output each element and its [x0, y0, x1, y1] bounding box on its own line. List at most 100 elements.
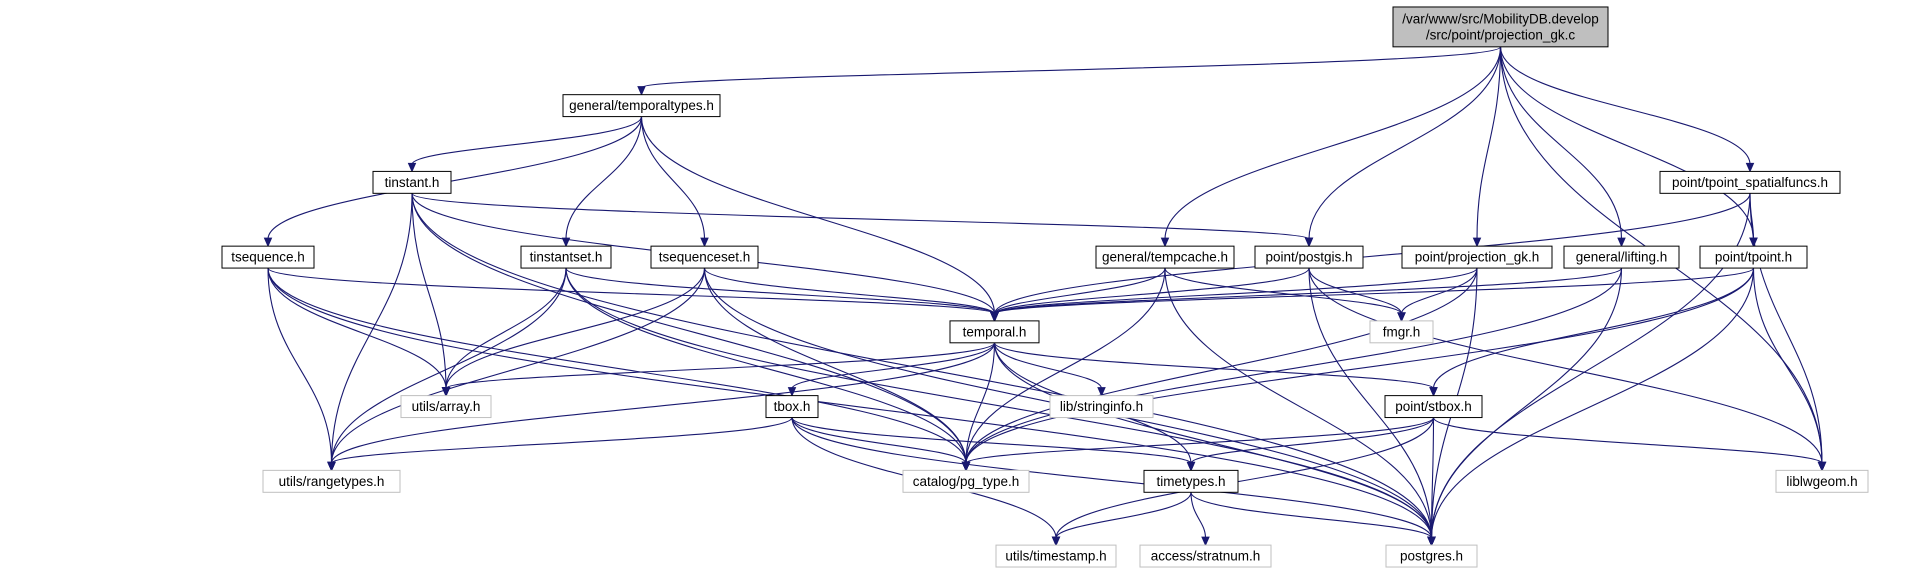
node-box-stratnum	[1139, 544, 1272, 568]
arrowhead-temporal-to-array	[441, 387, 451, 397]
edge-tbox-to-postgres	[791, 417, 1433, 539]
arrowhead-spatialfuncs-to-temporal	[990, 312, 999, 323]
node-fmgr[interactable]: fmgr.h	[1369, 320, 1434, 344]
node-rangetypes[interactable]: utils/rangetypes.h	[262, 469, 401, 493]
edge-tsequenceset-to-pgtype	[703, 268, 967, 464]
edge-tpoint-to-temporal	[993, 267, 1755, 315]
arrowhead-tinstant-to-postgis	[1304, 237, 1314, 248]
edge-stbox-to-liblwgeom	[1432, 417, 1823, 464]
edge-tinstant-to-postgis	[411, 192, 1310, 240]
edge-projection-to-temporal	[993, 267, 1478, 315]
node-box-tinstant	[372, 170, 452, 194]
node-box-temporal	[949, 320, 1040, 344]
edge-tempcache-to-fmgr	[1164, 267, 1403, 315]
edge-temporaltypes-to-tinstant	[411, 116, 643, 165]
node-box-tempcache	[1095, 245, 1235, 269]
edge-temporal-to-array	[445, 342, 996, 390]
edge-postgis-to-fmgr	[1308, 267, 1403, 315]
edge-tempcache-to-temporal	[993, 267, 1166, 315]
edge-tinstantset-to-postgres	[565, 268, 1433, 539]
node-label-stbox: point/stbox.h	[1395, 399, 1472, 414]
node-stratnum[interactable]: access/stratnum.h	[1139, 544, 1272, 568]
node-box-tsequenceset	[650, 245, 759, 269]
arrowhead-root-to-temporaltypes	[637, 86, 646, 96]
arrowhead-root-to-lifting	[1617, 237, 1626, 248]
node-tinstant[interactable]: tinstant.h	[372, 170, 452, 194]
node-stringinfo[interactable]: lib/stringinfo.h	[1049, 395, 1154, 419]
edge-lifting-to-temporal	[993, 267, 1623, 315]
edge-tinstantset-to-array	[445, 268, 567, 389]
node-label-tempcache: general/tempcache.h	[1102, 250, 1228, 265]
arrowhead-temporaltypes-to-tinstant	[407, 162, 417, 173]
node-root: /var/www/src/MobilityDB.develop/src/poin…	[1392, 6, 1609, 48]
node-box-pgtype	[902, 469, 1030, 493]
node-stbox[interactable]: point/stbox.h	[1384, 395, 1483, 419]
edge-tsequenceset-to-temporal	[703, 267, 996, 315]
node-pgtype[interactable]: catalog/pg_type.h	[902, 469, 1030, 493]
node-tsequenceset[interactable]: tsequenceset.h	[650, 245, 759, 269]
node-label-tpoint: point/tpoint.h	[1715, 250, 1792, 265]
edge-tinstantset-to-temporal	[565, 267, 996, 315]
node-liblwgeom[interactable]: liblwgeom.h	[1775, 469, 1869, 493]
node-tpoint[interactable]: point/tpoint.h	[1699, 245, 1808, 269]
node-tsequence[interactable]: tsequence.h	[221, 245, 315, 269]
node-box-postgres	[1385, 544, 1478, 568]
node-label-tinstantset: tinstantset.h	[530, 250, 603, 265]
edge-root-to-projection	[1476, 46, 1502, 240]
node-label-tsequenceset: tsequenceset.h	[659, 250, 751, 265]
edge-temporaltypes-to-tinstantset	[565, 116, 643, 240]
node-label-temporal: temporal.h	[963, 324, 1027, 339]
edge-spatialfuncs-to-temporal	[993, 193, 1751, 314]
edge-root-to-tpoint	[1499, 46, 1755, 240]
node-label-root: /src/point/projection_gk.c	[1426, 27, 1576, 42]
node-box-tpoint	[1699, 245, 1808, 269]
edge-tinstantset-to-pgtype	[565, 268, 967, 464]
node-array[interactable]: utils/array.h	[400, 395, 492, 419]
edge-tsequence-to-rangetypes	[267, 268, 333, 464]
node-label-root: /var/www/src/MobilityDB.develop	[1402, 11, 1599, 26]
edge-root-to-lifting	[1499, 46, 1623, 240]
node-label-stratnum: access/stratnum.h	[1151, 549, 1261, 564]
node-timetypes[interactable]: timetypes.h	[1143, 469, 1239, 493]
node-label-tinstant: tinstant.h	[385, 175, 440, 190]
edge-tsequenceset-to-rangetypes	[330, 268, 706, 464]
node-label-timetypes: timetypes.h	[1156, 474, 1225, 489]
node-postgis[interactable]: point/postgis.h	[1254, 245, 1364, 269]
arrowhead-stbox-to-liblwgeom	[1817, 461, 1827, 472]
arrowhead-stbox-to-pgtype	[961, 461, 971, 472]
edge-temporal-to-stbox	[993, 342, 1435, 390]
node-label-projection: point/projection_gk.h	[1415, 250, 1540, 265]
node-tinstantset[interactable]: tinstantset.h	[520, 245, 612, 269]
node-box-temporaltypes	[562, 94, 721, 118]
node-postgres[interactable]: postgres.h	[1385, 544, 1478, 568]
node-projection[interactable]: point/projection_gk.h	[1401, 245, 1553, 269]
edge-tinstant-to-array	[411, 193, 447, 389]
node-lifting[interactable]: general/lifting.h	[1563, 245, 1680, 269]
node-temporal[interactable]: temporal.h	[949, 320, 1040, 344]
node-box-stringinfo	[1049, 395, 1154, 419]
node-box-lifting	[1563, 245, 1680, 269]
node-box-tsequence	[221, 245, 315, 269]
node-box-rangetypes	[262, 469, 401, 493]
edge-temporal-to-stringinfo	[993, 342, 1103, 389]
node-tempcache[interactable]: general/tempcache.h	[1095, 245, 1235, 269]
arrowhead-temporal-to-stbox	[1429, 387, 1438, 397]
edge-timetypes-to-postgres	[1190, 492, 1433, 539]
node-label-fmgr: fmgr.h	[1383, 324, 1421, 339]
edge-temporaltypes-to-temporal	[640, 116, 996, 314]
node-spatialfuncs[interactable]: point/tpoint_spatialfuncs.h	[1659, 170, 1841, 194]
edge-tpoint-to-pgtype	[965, 268, 1755, 464]
edge-tsequence-to-pgtype	[267, 268, 967, 464]
node-box-spatialfuncs	[1659, 170, 1841, 194]
arrowhead-root-to-projection	[1472, 237, 1482, 248]
node-timestamp[interactable]: utils/timestamp.h	[995, 544, 1117, 568]
arrowhead-tbox-to-rangetypes	[327, 461, 336, 472]
node-tbox[interactable]: tbox.h	[765, 395, 819, 419]
arrowhead-projection-to-fmgr	[1397, 312, 1406, 323]
edge-temporal-to-rangetypes	[330, 342, 996, 464]
edge-postgis-to-temporal	[993, 267, 1310, 315]
edge-timetypes-to-timestamp	[1055, 492, 1192, 539]
node-box-root	[1392, 6, 1609, 48]
node-temporaltypes[interactable]: general/temporaltypes.h	[562, 94, 721, 118]
edge-root-to-temporaltypes	[640, 46, 1502, 89]
